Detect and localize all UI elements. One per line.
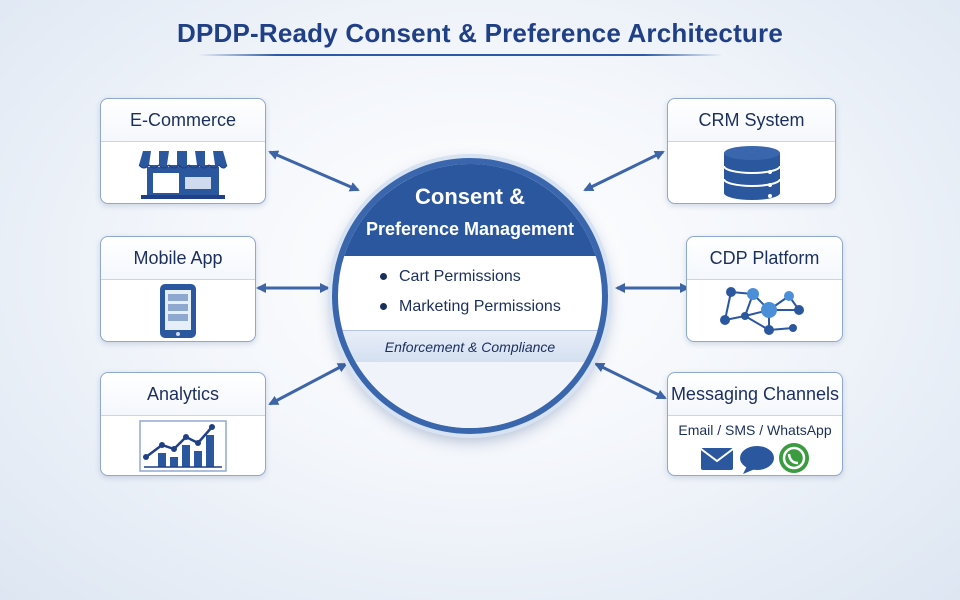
node-messaging-channels: Messaging Channels Email / SMS / WhatsAp… bbox=[667, 372, 843, 476]
whatsapp-icon bbox=[779, 443, 809, 473]
bullet-icon bbox=[380, 303, 387, 311]
bullet-icon bbox=[380, 273, 387, 281]
storefront-icon bbox=[138, 150, 228, 199]
page-title: DPDP-Ready Consent & Preference Architec… bbox=[176, 18, 783, 48]
hub-title-line2: Preference Management bbox=[365, 219, 575, 239]
hub-item-cart-permissions: Cart Permissions bbox=[380, 262, 602, 292]
sms-bubble-icon bbox=[740, 446, 774, 474]
node-label: Messaging Channels bbox=[668, 373, 842, 416]
bar-line-chart-icon bbox=[139, 419, 227, 472]
title-underline bbox=[198, 54, 722, 56]
node-label: CDP Platform bbox=[687, 237, 842, 280]
email-icon bbox=[700, 448, 734, 470]
network-graph-icon bbox=[719, 286, 804, 335]
hub-header: Consent & Preference Management bbox=[338, 164, 602, 256]
database-icon bbox=[722, 145, 781, 200]
node-sublabel: Email / SMS / WhatsApp bbox=[678, 422, 832, 438]
node-label: E-Commerce Website bbox=[101, 99, 265, 172]
node-analytics: Analytics bbox=[100, 372, 266, 476]
node-mobile-app: Mobile App bbox=[100, 236, 256, 342]
node-cdp-platform: CDP Platform bbox=[686, 236, 843, 342]
hub-item-marketing-permissions: Marketing Permissions bbox=[380, 292, 602, 322]
smartphone-icon bbox=[160, 283, 196, 338]
hub-permissions-list: Cart Permissions Marketing Permissions bbox=[338, 262, 602, 322]
node-crm-system: CRM System bbox=[667, 98, 836, 204]
node-label: CRM System bbox=[668, 99, 835, 142]
consent-preference-hub: Consent & Preference Management Cart Per… bbox=[332, 158, 608, 434]
messaging-icons bbox=[700, 443, 809, 474]
hub-title-line1: Consent & bbox=[415, 184, 525, 209]
arrow-messaging bbox=[594, 362, 667, 400]
hub-footer: Enforcement & Compliance bbox=[338, 330, 602, 364]
node-label: Analytics bbox=[101, 373, 265, 416]
node-ecommerce-website: E-Commerce Website bbox=[100, 98, 266, 204]
node-label: Mobile App bbox=[101, 237, 255, 280]
arrow-analytics bbox=[268, 362, 348, 406]
hub-bottom-fill bbox=[338, 362, 602, 428]
